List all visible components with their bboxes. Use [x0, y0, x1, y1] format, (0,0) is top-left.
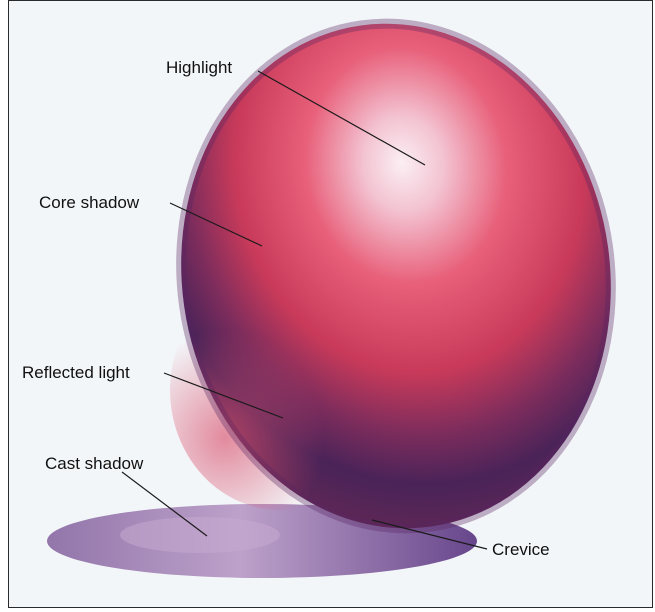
reflected-light-label: Reflected light	[22, 364, 130, 381]
highlight-label: Highlight	[166, 59, 232, 76]
cast-shadow-label: Cast shadow	[45, 455, 143, 472]
crevice-label: Crevice	[492, 541, 550, 558]
core-shadow-label: Core shadow	[39, 194, 139, 211]
